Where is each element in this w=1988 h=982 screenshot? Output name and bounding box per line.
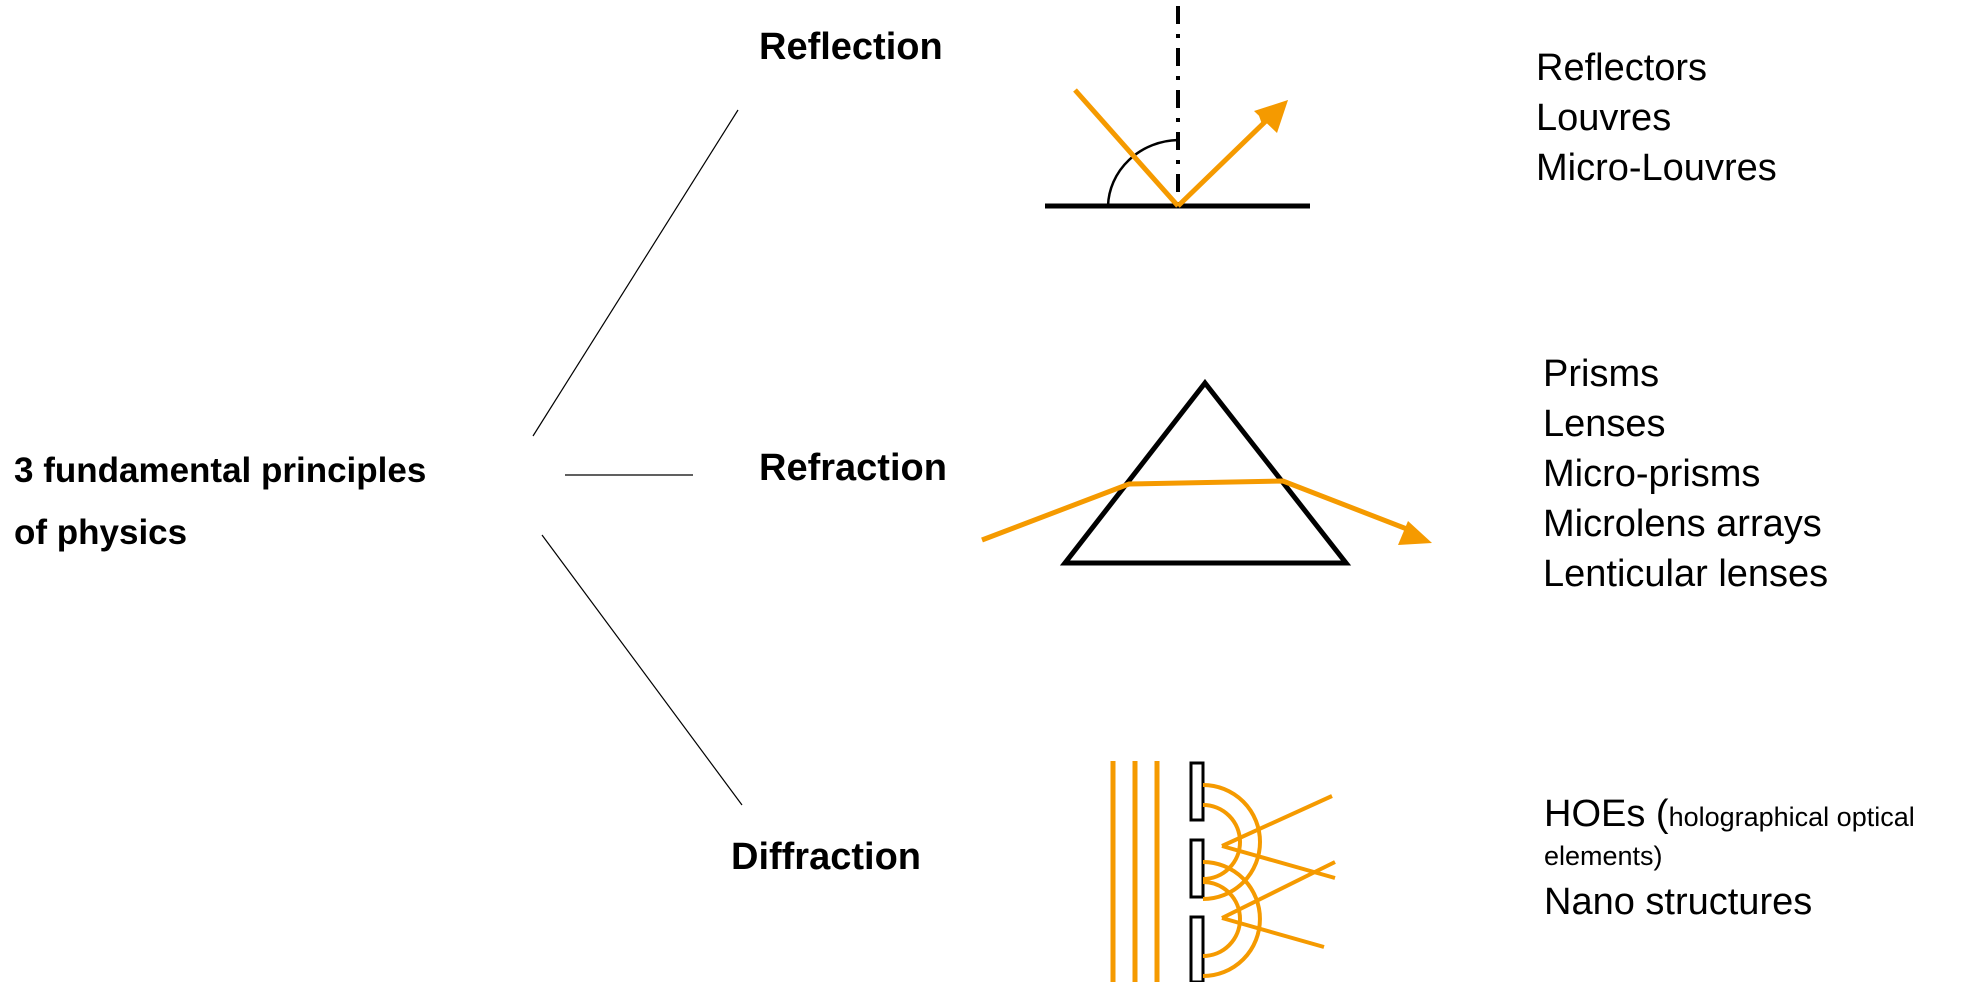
connector-diffraction [541, 534, 743, 806]
diffracted-ray-1 [1221, 794, 1333, 848]
refracted-ray [981, 478, 1413, 543]
list-item: Micro-Louvres [1536, 147, 1777, 189]
reflected-ray [1176, 115, 1272, 208]
principle-diffraction-label: Diffraction [731, 836, 921, 878]
refraction-illustration [981, 378, 1432, 566]
angle-arc [1106, 138, 1179, 207]
main-label-line-1: 3 fundamental principles [14, 451, 427, 490]
reflection-applications: Reflectors Louvres Micro-Louvres [1536, 43, 1777, 193]
slit-barrier-3 [1189, 915, 1205, 982]
list-item: Louvres [1536, 97, 1672, 139]
refracted-ray-arrowhead [1398, 521, 1432, 545]
list-item: Lenses [1543, 403, 1666, 445]
diffraction-application-hoes: HOEs (holographical optical [1544, 792, 1915, 839]
main-label: 3 fundamental principles of physics [14, 440, 426, 564]
diffraction-arc-2b [1202, 880, 1242, 958]
reflection-illustration [1045, 6, 1310, 209]
hoes-prefix: HOEs ( [1544, 793, 1669, 835]
hoes-description: holographical optical [1668, 802, 1915, 832]
diffraction-arc-2a [1202, 860, 1262, 978]
list-item: Lenticular lenses [1543, 553, 1829, 595]
prism [1059, 378, 1352, 566]
list-item: Reflectors [1536, 47, 1708, 89]
refraction-applications: Prisms Lenses Micro-prisms Microlens arr… [1543, 349, 1828, 599]
slit-barrier-1 [1189, 761, 1205, 822]
hoes-description-continued: elements) [1544, 841, 1663, 871]
diffracted-ray-4 [1221, 916, 1325, 949]
diffracted-ray-3 [1221, 860, 1336, 920]
list-item: Prisms [1543, 353, 1660, 395]
connector-reflection [532, 109, 739, 437]
diffraction-application-nano: Nano structures [1544, 881, 1813, 923]
incident-ray [1073, 88, 1180, 208]
principle-reflection-label: Reflection [759, 26, 943, 68]
diffraction-illustration [1110, 761, 1336, 982]
principle-refraction-label: Refraction [759, 447, 947, 489]
reflected-ray-arrowhead-fill [1254, 100, 1288, 133]
main-label-line-2: of physics [14, 513, 188, 552]
slit-barrier-2 [1189, 838, 1205, 899]
list-item: Microlens arrays [1543, 503, 1822, 545]
list-item: Micro-prisms [1543, 453, 1761, 495]
diffraction-arc-1b [1202, 803, 1242, 881]
